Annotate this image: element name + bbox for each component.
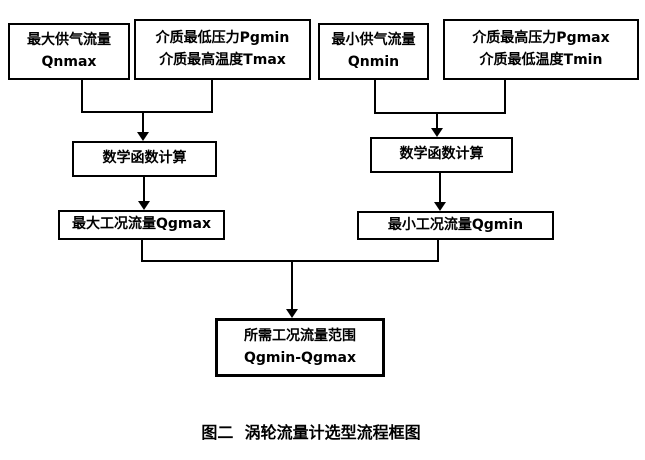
flow-box-label-line1: 介质最低压力Pgmin: [155, 29, 290, 46]
connector-line: [81, 111, 213, 113]
flow-box-max-supply-flow: 最大供气流量 Qnmax: [8, 23, 130, 80]
flow-box-label: 最大工况流量Qgmax: [72, 216, 211, 233]
connector-line: [504, 79, 506, 114]
flow-box-math-calc-left: 数学函数计算: [72, 141, 217, 177]
connector-line: [141, 260, 439, 262]
arrow-down-icon: [431, 128, 443, 137]
flow-box-label-line1: 介质最高压力Pgmax: [472, 29, 610, 46]
connector-line: [81, 79, 83, 113]
flow-box-label-line1: 最大供气流量: [27, 31, 111, 48]
connector-line: [437, 240, 439, 262]
arrow-down-icon: [434, 202, 446, 211]
flow-box-label: 最小工况流量Qgmin: [387, 216, 524, 233]
flow-box-label-line1: 最小供气流量: [331, 31, 416, 48]
arrow-shaft: [142, 113, 144, 133]
connector-line: [141, 240, 143, 262]
arrow-shaft: [439, 173, 441, 203]
arrow-shaft: [436, 114, 438, 129]
arrow-down-icon: [137, 132, 149, 141]
arrow-down-icon: [138, 201, 150, 210]
flow-box-qgmax: 最大工况流量Qgmax: [58, 210, 225, 240]
flow-box-label: 数学函数计算: [102, 150, 187, 167]
connector-line: [374, 112, 506, 114]
connector-line: [211, 79, 213, 113]
flow-box-label: 数学函数计算: [399, 146, 484, 163]
flow-box-label-line2: 介质最低温度Tmin: [479, 51, 603, 68]
figure-caption: 图二 涡轮流量计选型流程框图: [201, 423, 421, 442]
flow-box-max-pressure-min-temp: 介质最高压力Pgmax 介质最低温度Tmin: [443, 19, 639, 80]
flow-box-label-line2: 介质最高温度Tmax: [159, 51, 286, 68]
flow-box-label-line1: 所需工况流量范围: [244, 327, 356, 344]
flow-box-math-calc-right: 数学函数计算: [370, 137, 513, 173]
arrow-shaft: [291, 262, 293, 310]
flow-box-min-pressure-max-temp: 介质最低压力Pgmin 介质最高温度Tmax: [134, 19, 311, 80]
flow-box-min-supply-flow: 最小供气流量 Qnmin: [318, 23, 429, 80]
connector-line: [374, 79, 376, 114]
arrow-down-icon: [286, 309, 298, 318]
flow-box-label-line2: Qgmin-Qgmax: [243, 349, 357, 366]
flow-box-label-line2: Qnmax: [41, 53, 97, 70]
arrow-shaft: [143, 177, 145, 202]
flow-box-qgmin: 最小工况流量Qgmin: [357, 211, 554, 240]
flow-box-required-flow-range: 所需工况流量范围 Qgmin-Qgmax: [215, 318, 385, 377]
flow-box-label-line2: Qnmin: [347, 53, 400, 70]
